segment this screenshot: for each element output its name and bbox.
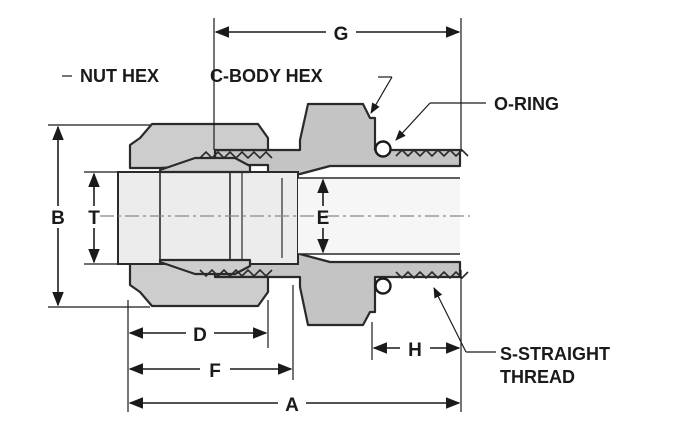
dim-e: E [317,178,330,254]
label-g: G [334,24,349,45]
dim-h: H [371,322,461,361]
dim-b: B [48,124,150,308]
label-d: D [193,325,207,346]
callout-body-hex: C-BODY HEX [210,66,393,114]
nut-thread-upper [199,150,273,160]
label-f: F [209,361,221,382]
o-ring-upper [374,140,392,158]
callout-straight-thread: S-STRAIGHT THREAD [433,287,610,387]
callout-nut-hex: NUT HEX [62,66,159,86]
label-thread-line1: S-STRAIGHT [500,344,610,364]
ferrule-upper [158,156,252,174]
dim-t: T [84,171,118,265]
label-thread-line2: THREAD [500,367,575,387]
label-a: A [285,395,299,416]
label-e: E [317,208,330,229]
straight-thread-lower [395,270,469,280]
dim-g: G [213,18,462,150]
dim-d: D [127,300,269,412]
nut-thread-lower [199,268,273,278]
label-o-ring: O-RING [494,94,559,114]
label-b: B [51,208,65,229]
label-body-hex: C-BODY HEX [210,66,323,86]
straight-thread-upper [395,148,469,158]
label-t: T [88,208,100,229]
dim-f: F [128,285,294,382]
o-ring-lower [374,277,392,295]
label-h: H [408,340,422,361]
callout-o-ring: O-RING [395,94,559,141]
ferrule-lower [158,258,252,276]
label-nut-hex: NUT HEX [80,66,159,86]
tube [117,171,299,265]
